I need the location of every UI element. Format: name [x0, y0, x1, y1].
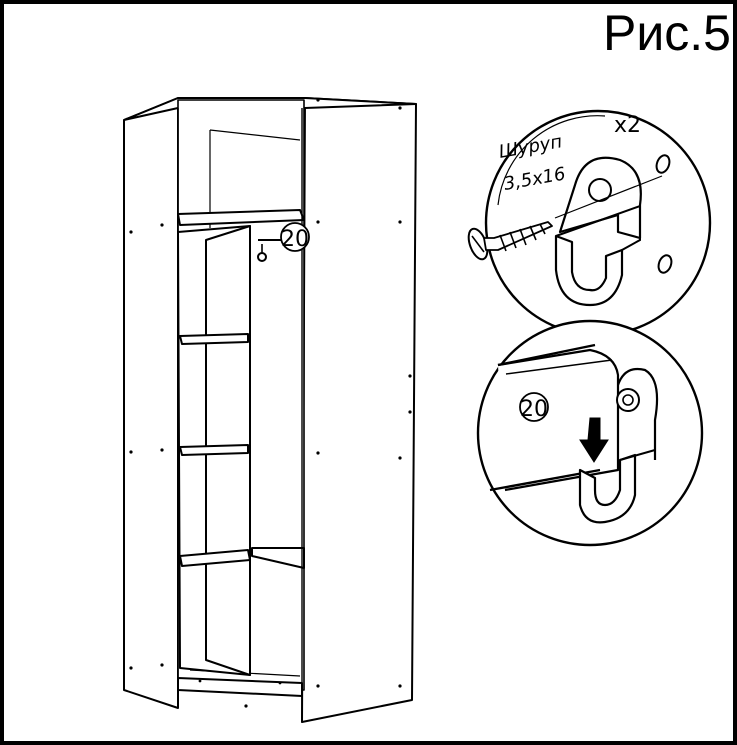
detail-circle-rod: 20 — [476, 319, 704, 547]
mounting-holes — [129, 98, 412, 708]
shelf-1 — [179, 333, 249, 345]
part-number-label-detail: 20 — [520, 397, 548, 422]
quantity-label: x2 — [614, 113, 641, 138]
shelf-3 — [179, 549, 251, 567]
part-callout-main: 20 — [280, 222, 310, 252]
detail-circle-screw: x2 Шуруп 3,5x16 — [467, 109, 712, 337]
right-side-panel — [301, 97, 417, 723]
down-arrow-icon — [579, 417, 609, 463]
corner-wardrobe — [123, 97, 417, 723]
screw-icon — [467, 221, 553, 261]
rod-holder — [257, 252, 267, 262]
shelf-2 — [179, 444, 249, 456]
shelf-4 — [251, 547, 305, 569]
left-side-panel — [123, 97, 179, 709]
figure-title: Рис.5 — [603, 5, 731, 61]
upper-shelf — [177, 209, 305, 226]
part-number-label: 20 — [281, 227, 309, 252]
